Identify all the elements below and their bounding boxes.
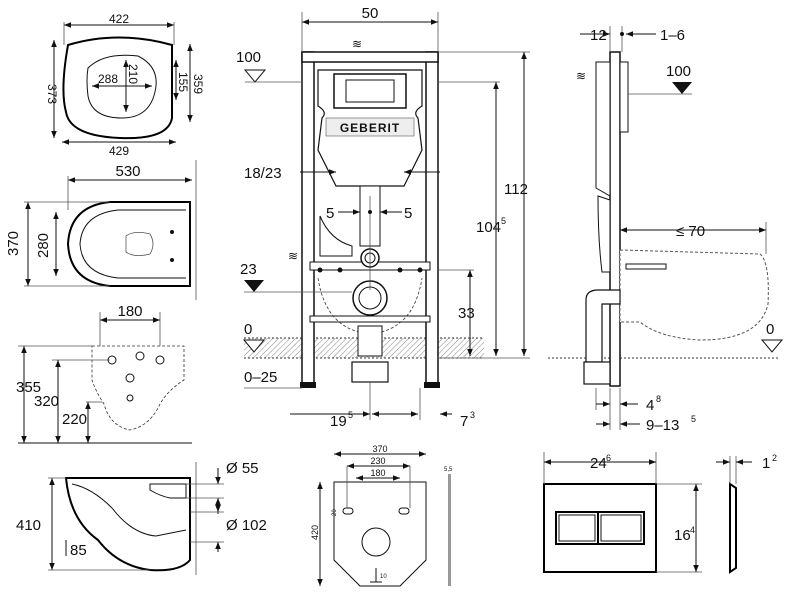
flush-buttons-frame — [555, 511, 645, 545]
flush-plate-outline — [543, 483, 657, 573]
plate-depth-sup: 2 — [772, 453, 777, 463]
bowl-side-view: 410 85 Ø 55 Ø 102 — [16, 460, 267, 575]
bowl-length: 530 — [115, 163, 140, 180]
frame-dim-7: 7 — [460, 413, 468, 430]
bowl-side-outlet-diameter: Ø 102 — [226, 517, 267, 534]
gasket-thickness: 5,5 — [444, 467, 453, 473]
bowl-height-220: 220 — [62, 411, 87, 428]
side-dim-4-sup: 8 — [656, 394, 661, 404]
bowl-back-view: 180 355 320 220 — [16, 303, 192, 444]
seat-inner-right: 155 — [176, 72, 190, 92]
plate-height-sup: 4 — [690, 525, 695, 535]
frame-level-0: 0 — [244, 321, 252, 338]
seat-height-right: 359 — [191, 74, 205, 94]
side-dim-9-13: 9–13 — [646, 417, 679, 434]
frame-dim-19: 19 — [330, 413, 347, 430]
bowl-top-drain — [125, 232, 154, 256]
bowl-top-rim — [79, 209, 186, 279]
bowl-height-355: 355 — [16, 379, 41, 396]
bowl-side-outline — [64, 477, 191, 572]
side-dim-4: 4 — [646, 397, 654, 414]
side-drain-bend — [585, 289, 621, 363]
bowl-width: 370 — [5, 231, 22, 256]
frame-height-33: 33 — [458, 305, 475, 322]
bowl-top-outline — [66, 201, 191, 287]
flush-button-large[interactable] — [600, 514, 642, 542]
seat-bottom-width: 429 — [109, 144, 129, 158]
side-bowl-silhouette — [619, 249, 769, 341]
bowl-height-320: 320 — [34, 393, 59, 410]
gasket-height: 420 — [310, 525, 320, 540]
frame-dim-18-23: 18/23 — [244, 165, 282, 182]
side-frame-post — [609, 51, 621, 387]
gasket-width-180: 180 — [370, 468, 385, 478]
bowl-back-outline — [91, 345, 185, 431]
frame-range-0-25: 0–25 — [244, 369, 277, 386]
gasket-width-230: 230 — [370, 456, 385, 466]
frame-right-post — [425, 51, 439, 387]
bowl-side-inlet — [149, 483, 187, 499]
frame-left-post — [301, 51, 315, 387]
frame-height-104-sup: 5 — [501, 216, 506, 226]
bowl-hole-spacing: 180 — [117, 303, 142, 320]
side-max-70: ≤ 70 — [676, 223, 705, 240]
side-cistern — [595, 61, 611, 197]
gasket-side-profile — [448, 474, 451, 586]
plate-height: 16 — [674, 527, 691, 544]
water-inlet-symbol-2: ≋ — [288, 249, 298, 263]
gasket-outline — [333, 481, 427, 587]
bowl-side-height: 410 — [16, 517, 41, 534]
frame-front-view: GEBERIT 50 ≋ 100 18/23 5 5 23 — [236, 5, 530, 430]
gasket-bottom: 10 — [380, 574, 387, 580]
side-level-100: 100 — [666, 63, 691, 80]
side-dim-9-13-sup: 5 — [691, 414, 696, 424]
frame-level-23: 23 — [240, 261, 257, 278]
gasket-width-370: 370 — [372, 444, 387, 454]
brand-logo: GEBERIT — [340, 121, 400, 135]
frame-height-112: 112 — [504, 181, 528, 198]
plate-depth: 1 — [762, 455, 770, 472]
flush-plate-side-profile — [729, 482, 737, 574]
bowl-inner-width: 280 — [35, 233, 52, 258]
gasket-hole-offset: 20 — [332, 509, 338, 516]
flush-button-small[interactable] — [558, 514, 596, 542]
side-level-0: 0 — [766, 321, 774, 338]
seat-opening — [86, 54, 157, 119]
frame-width: 50 — [362, 5, 379, 22]
seat-inner-height: 210 — [126, 64, 140, 84]
frame-dim-5-right: 5 — [404, 205, 412, 222]
flush-plate: 24 6 16 4 1 2 — [543, 452, 777, 574]
side-water-inlet-symbol: ≋ — [576, 69, 586, 83]
frame-dim-5-left: 5 — [326, 205, 334, 222]
seat-top-width: 422 — [109, 12, 129, 26]
gasket-drain-hole — [361, 527, 391, 557]
seat-inner-width: 288 — [98, 72, 118, 86]
side-dim-1-6: 1–6 — [660, 27, 685, 44]
frame-height-104: 104 — [476, 219, 501, 236]
water-inlet-symbol: ≋ — [352, 37, 362, 51]
seat-plan-view: 422 429 373 359 155 288 210 — [45, 12, 205, 158]
installation-side-view: ≋ 12 1–6 100 ≤ 70 0 4 8 9–13 5 — [548, 26, 784, 434]
drain-pipe-front — [351, 361, 389, 383]
seat-outline — [62, 36, 173, 140]
frame-dim-7-sup: 3 — [470, 410, 475, 420]
seat-height-outer: 373 — [45, 84, 59, 104]
bowl-side-trap — [71, 483, 187, 537]
frame-top-rail — [301, 51, 439, 63]
mounting-gasket: 370 230 180 420 20 10 5,5 — [310, 444, 453, 587]
bowl-top-view: 530 370 280 — [5, 160, 197, 300]
frame-level-100: 100 — [236, 49, 261, 66]
bowl-side-inlet-diameter: Ø 55 — [226, 460, 259, 477]
side-dim-12: 12 — [590, 27, 607, 44]
plate-width-sup: 6 — [606, 453, 611, 463]
bowl-side-offset: 85 — [70, 542, 87, 559]
frame-dim-19-sup: 5 — [348, 410, 353, 420]
plate-width: 24 — [590, 455, 607, 472]
